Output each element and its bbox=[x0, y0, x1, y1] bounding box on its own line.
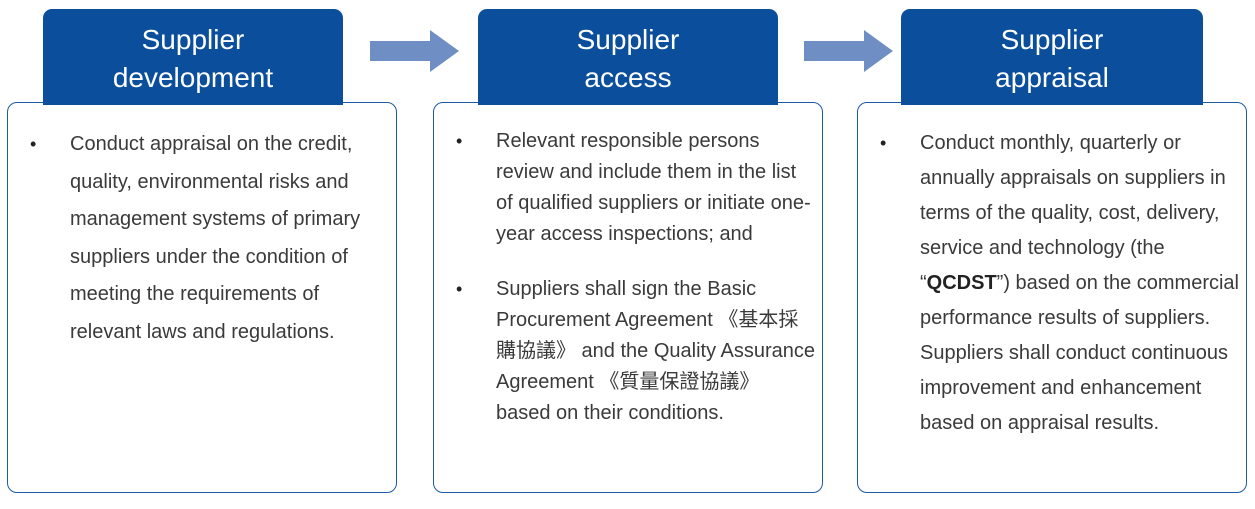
stage-title-line2: appraisal bbox=[995, 62, 1109, 93]
stage-box-supplier-appraisal: • Conduct monthly, quarterly or annually… bbox=[857, 102, 1247, 493]
bullet-item: • Conduct appraisal on the credit, quali… bbox=[30, 126, 380, 351]
right-arrow-icon bbox=[370, 30, 459, 72]
stage-title-line1: Supplier bbox=[141, 24, 245, 55]
stage-box-supplier-development: • Conduct appraisal on the credit, quali… bbox=[7, 102, 397, 493]
bullet-text: Relevant responsible persons review and … bbox=[496, 130, 811, 245]
stage-title-line2: development bbox=[112, 62, 274, 93]
bullet-text-suffix: ”) based on the commercial performance r… bbox=[920, 272, 1239, 434]
bullet-item: • Conduct monthly, quarterly or annually… bbox=[880, 126, 1242, 441]
bullet-text: Conduct appraisal on the credit, quality… bbox=[70, 133, 361, 343]
bullet-text: Conduct monthly, quarterly or annually a… bbox=[920, 132, 1239, 434]
stage-header-supplier-access: Supplier access bbox=[478, 9, 778, 105]
bullet-item: • Relevant responsible persons review an… bbox=[456, 126, 816, 250]
bullet-list: • Relevant responsible persons review an… bbox=[456, 126, 816, 429]
right-arrow-icon bbox=[804, 30, 893, 72]
stage-title-line2: access bbox=[584, 62, 672, 93]
bullet-text-prefix: Conduct monthly, quarterly or annually a… bbox=[920, 132, 1226, 294]
bullet-dot: • bbox=[456, 131, 463, 151]
bullet-text: Suppliers shall sign the Basic Procureme… bbox=[496, 278, 816, 424]
bullet-dot: • bbox=[30, 134, 37, 154]
stage-header-supplier-appraisal: Supplier appraisal bbox=[901, 9, 1203, 105]
bullet-dot: • bbox=[880, 133, 887, 153]
bullet-list: • Conduct appraisal on the credit, quali… bbox=[30, 126, 380, 351]
qcdst-term: QCDST bbox=[926, 272, 997, 294]
stage-header-supplier-development: Supplier development bbox=[43, 9, 343, 105]
bullet-dot: • bbox=[456, 279, 463, 299]
bullet-list: • Conduct monthly, quarterly or annually… bbox=[880, 126, 1242, 441]
bullet-item: • Suppliers shall sign the Basic Procure… bbox=[456, 274, 816, 429]
stage-title-line1: Supplier bbox=[1000, 24, 1104, 55]
stage-title-line1: Supplier bbox=[576, 24, 680, 55]
stage-box-supplier-access: • Relevant responsible persons review an… bbox=[433, 102, 823, 493]
